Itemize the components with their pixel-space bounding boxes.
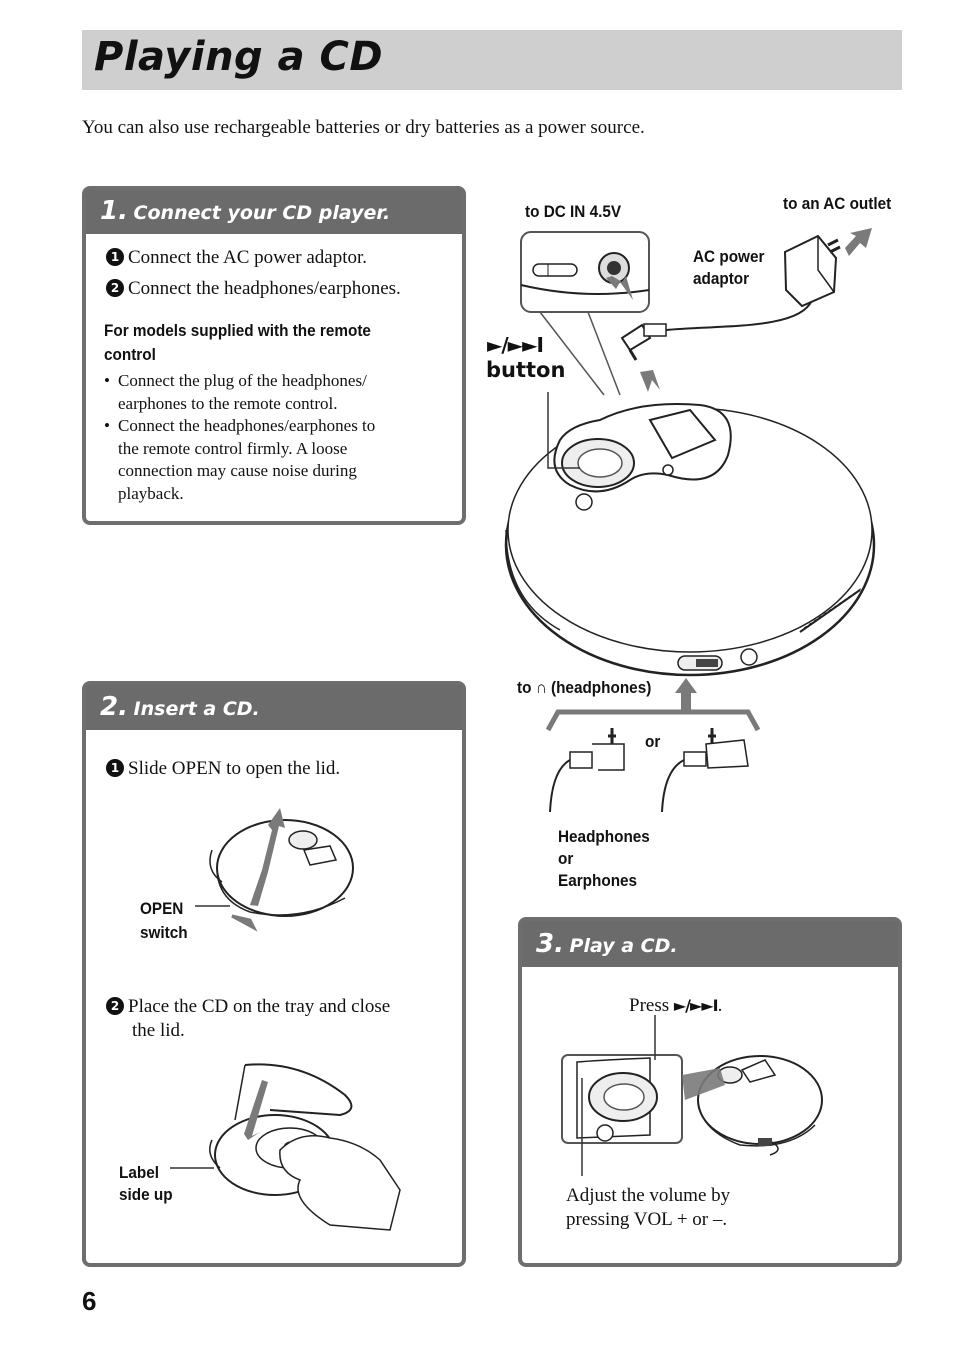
step2-item-2-line1: Place the CD on the tray and close bbox=[128, 996, 391, 1017]
intro-text: You can also use rechargeable batteries … bbox=[82, 117, 645, 138]
dc-in-inset bbox=[520, 231, 650, 396]
play-player-small bbox=[682, 1055, 823, 1156]
step1-item-1-text: Connect the AC power adaptor. bbox=[128, 247, 368, 268]
play-button-label: button bbox=[486, 358, 566, 382]
title-bar: Playing a CD bbox=[82, 30, 902, 90]
place-cd-figure bbox=[170, 1063, 401, 1231]
ac-adaptor-icon bbox=[783, 228, 872, 308]
step1-number: 1. bbox=[100, 196, 128, 226]
label-headphones-line1: Headphones bbox=[558, 827, 650, 846]
step2-item-1-text: Slide OPEN to open the lid. bbox=[128, 758, 341, 779]
play-controls-closeup bbox=[561, 1015, 683, 1176]
label-open-line2: switch bbox=[140, 923, 188, 942]
open-lid-figure bbox=[195, 808, 354, 932]
remote-heading-line1: For models supplied with the remote bbox=[104, 321, 371, 340]
remote-bullets: Connect the plug of the headphones/ earp… bbox=[104, 370, 454, 505]
press-play-symbol: ►/►►I bbox=[673, 996, 719, 1015]
play-button-symbol: ►/►►I bbox=[487, 333, 544, 357]
label-side-up-line2: side up bbox=[119, 1185, 173, 1204]
bullet-1-line1: Connect the plug of the headphones/ bbox=[118, 371, 367, 390]
button-pointer-line bbox=[547, 392, 580, 469]
label-or: or bbox=[645, 732, 661, 751]
bullet-2-line1: Connect the headphones/earphones to bbox=[118, 416, 376, 435]
page-title: Playing a CD bbox=[94, 34, 384, 80]
volume-line2: pressing VOL + or –. bbox=[566, 1209, 728, 1230]
label-ac-adaptor: AC power adaptor bbox=[693, 246, 764, 290]
step3-volume-text: Adjust the volume by pressing VOL + or –… bbox=[566, 1184, 730, 1232]
step-marker-1: 1 bbox=[106, 759, 124, 777]
step2-number: 2. bbox=[100, 692, 128, 722]
label-open-switch: OPEN switch bbox=[140, 897, 188, 945]
label-side-up: Label side up bbox=[119, 1162, 173, 1206]
step3-header: 3. Play a CD. bbox=[522, 921, 898, 967]
step2-header: 2. Insert a CD. bbox=[86, 685, 462, 730]
bullet-1: Connect the plug of the headphones/ earp… bbox=[104, 370, 454, 415]
label-headphones-line2: or bbox=[558, 849, 574, 868]
step3-press-text: Press ►/►►I. bbox=[629, 994, 722, 1018]
step-marker-1: 1 bbox=[106, 248, 124, 266]
remote-heading: For models supplied with the remote cont… bbox=[104, 319, 371, 367]
headphone-plugs bbox=[549, 728, 749, 813]
step1-heading: Connect your CD player. bbox=[133, 202, 391, 224]
label-ac-adaptor-line1: AC power bbox=[693, 247, 765, 266]
headphones-connector bbox=[545, 678, 761, 732]
label-side-up-line1: Label bbox=[119, 1163, 159, 1182]
bullet-2: Connect the headphones/earphones to the … bbox=[104, 415, 454, 505]
remote-heading-line2: control bbox=[104, 345, 156, 364]
label-open-line1: OPEN bbox=[140, 899, 184, 918]
label-dc-in: to DC IN 4.5V bbox=[525, 202, 622, 221]
label-headphones-jack: to ∩ (headphones) bbox=[517, 678, 652, 697]
cd-player-main bbox=[504, 403, 876, 677]
step2-item-2-line2: the lid. bbox=[132, 1020, 185, 1041]
label-headphones-line3: Earphones bbox=[558, 871, 638, 890]
step2-heading: Insert a CD. bbox=[133, 698, 260, 720]
label-ac-adaptor-line2: adaptor bbox=[693, 269, 750, 288]
bullet-1-line2: earphones to the remote control. bbox=[118, 393, 338, 413]
step3-number: 3. bbox=[536, 929, 564, 959]
step1-header: 1. Connect your CD player. bbox=[86, 190, 462, 234]
bullet-2-line3: connection may cause noise during bbox=[118, 461, 357, 480]
label-headphones: Headphones or Earphones bbox=[558, 826, 650, 892]
bullet-2-line4: playback. bbox=[118, 483, 184, 503]
step3-heading: Play a CD. bbox=[569, 935, 678, 957]
press-prefix: Press bbox=[629, 995, 674, 1016]
dc-plug bbox=[620, 299, 813, 392]
step-marker-2: 2 bbox=[106, 997, 124, 1015]
label-ac-outlet: to an AC outlet bbox=[783, 194, 892, 213]
page-number: 6 bbox=[82, 1286, 97, 1316]
volume-line1: Adjust the volume by bbox=[566, 1185, 731, 1206]
step-marker-2: 2 bbox=[106, 279, 124, 297]
press-suffix: . bbox=[717, 995, 723, 1016]
bullet-2-line2: the remote control firmly. A loose bbox=[118, 438, 348, 458]
step1-item-2-text: Connect the headphones/earphones. bbox=[128, 278, 401, 299]
